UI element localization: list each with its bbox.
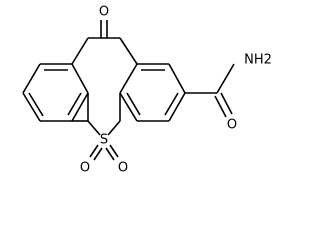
bond <box>168 92 186 122</box>
bond <box>107 120 121 136</box>
bond <box>119 63 138 94</box>
bond-double-inner <box>126 92 141 116</box>
bond-sulfonyl <box>105 147 115 161</box>
bond <box>71 37 89 65</box>
bond-sulfonyl <box>93 147 103 161</box>
atom-labels: O S O O O NH2 <box>80 5 272 176</box>
bond <box>214 95 227 118</box>
bonds <box>22 20 235 161</box>
bond <box>87 120 101 136</box>
bond <box>168 63 186 94</box>
bond <box>22 63 41 94</box>
sulfonyl-oxygen-left-label: O <box>80 161 90 176</box>
bond-double-inner <box>28 92 44 117</box>
bond-sulfonyl <box>109 144 119 158</box>
sulfonyl-oxygen-right-label: O <box>118 161 128 176</box>
amide-oxygen-label: O <box>227 118 237 133</box>
bond-sulfonyl <box>89 144 99 158</box>
carbonyl-oxygen-label: O <box>99 5 109 20</box>
bond-double-inner <box>67 92 82 116</box>
bond <box>119 92 138 122</box>
chemical-structure: O S O O O NH2 <box>22 5 272 176</box>
bond <box>119 37 138 65</box>
bond <box>22 92 41 122</box>
bond <box>71 92 89 122</box>
sulfur-label: S <box>100 133 108 148</box>
bond <box>220 92 233 115</box>
amide-nitrogen-label: NH2 <box>244 53 272 68</box>
bond <box>71 63 89 94</box>
bond <box>216 63 235 94</box>
bond-double-inner <box>164 92 179 116</box>
